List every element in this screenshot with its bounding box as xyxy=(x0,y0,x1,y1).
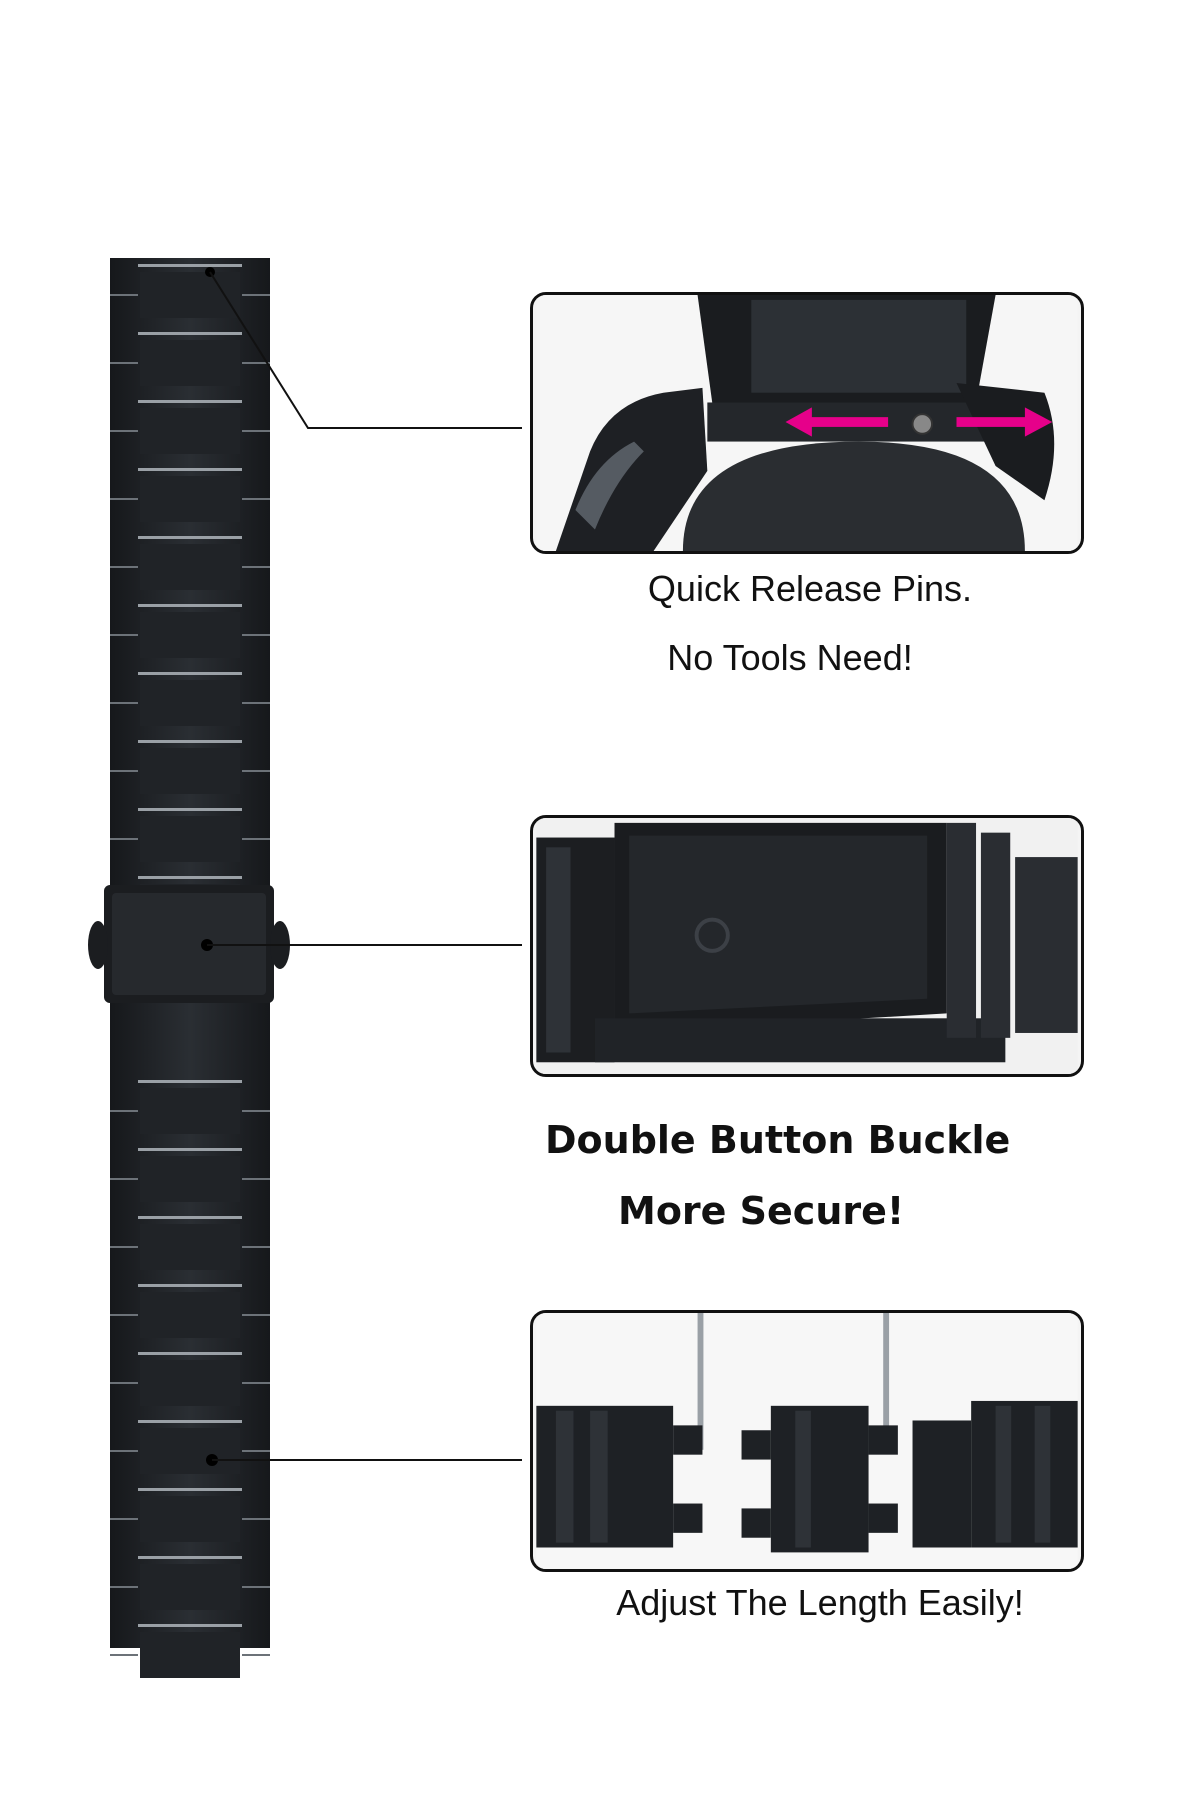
buckle-panel xyxy=(530,815,1084,1077)
callout-line-top xyxy=(209,271,522,429)
buckle-caption-line2: More Secure! xyxy=(618,1189,905,1233)
buckle-icon xyxy=(536,818,1078,1074)
buckle-caption-line1: Double Button Buckle xyxy=(545,1118,1011,1162)
quick-release-pin-icon xyxy=(536,295,1078,551)
adjust-length-panel xyxy=(530,1310,1084,1572)
quick-release-caption-line2: No Tools Need! xyxy=(667,637,913,678)
quick-release-panel xyxy=(530,292,1084,554)
adjust-length-caption: Adjust The Length Easily! xyxy=(616,1582,1024,1623)
buckle-clasp xyxy=(88,885,290,1003)
quick-release-caption-line1: Quick Release Pins. xyxy=(647,568,973,609)
link-segments-icon xyxy=(536,1313,1078,1569)
